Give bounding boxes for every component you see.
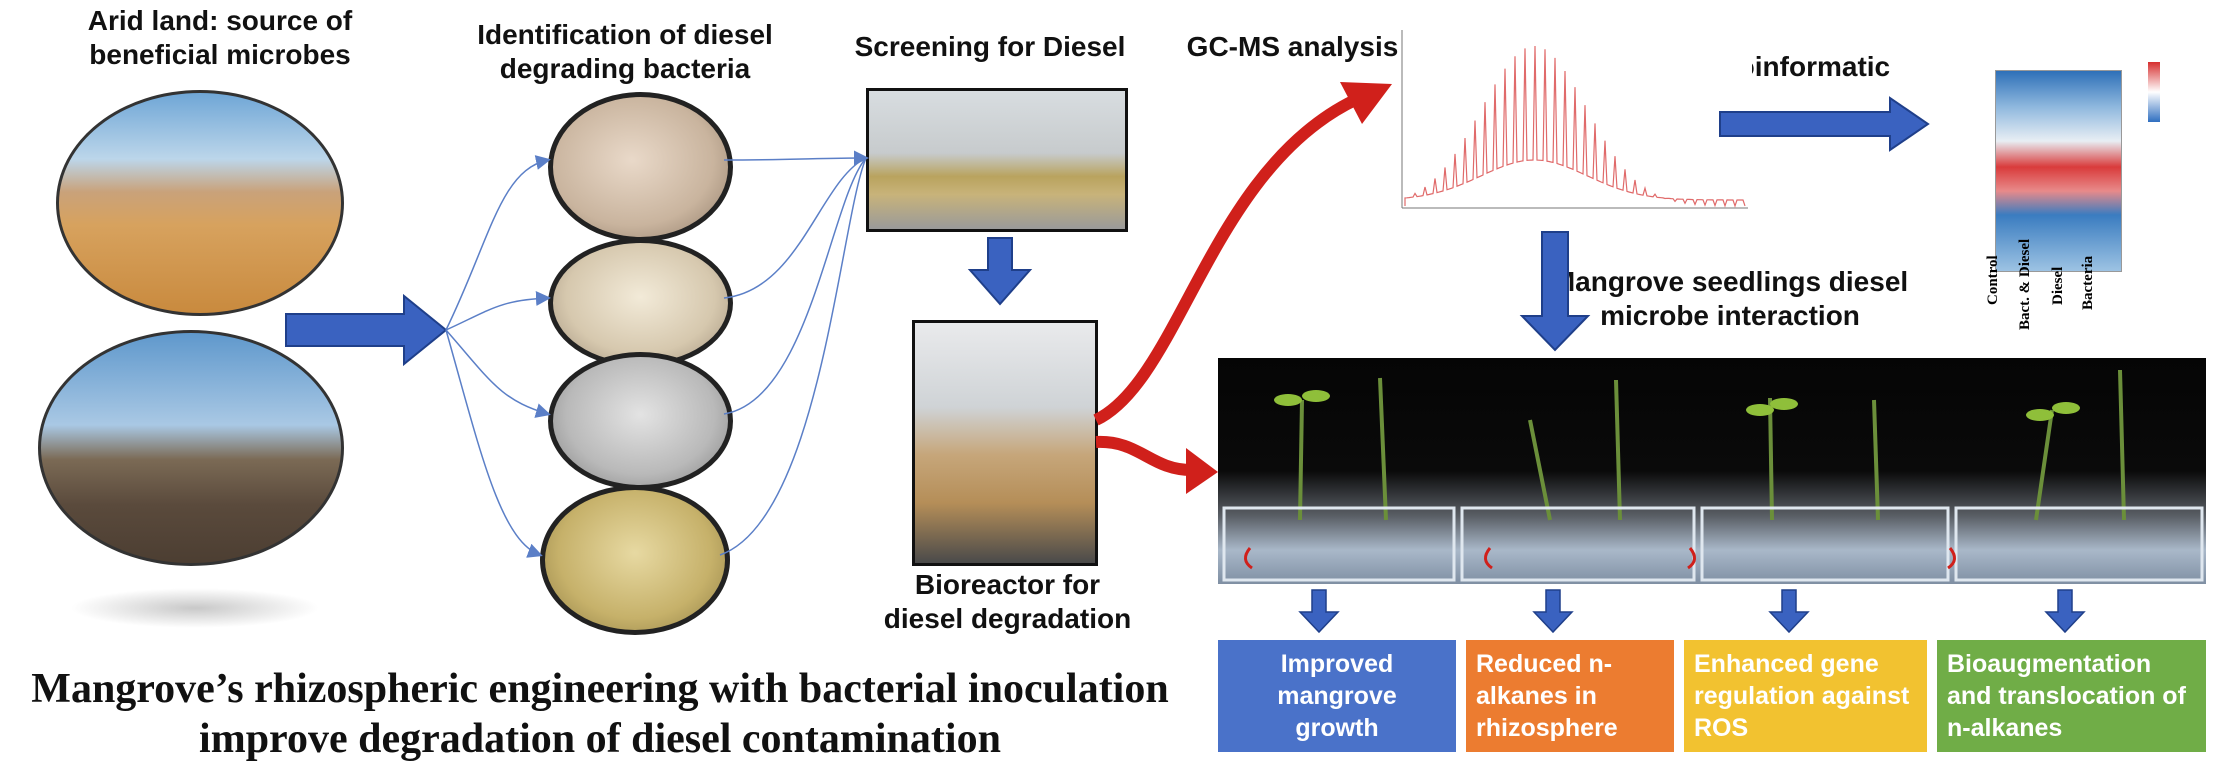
label-gcms: GC-MS analysis bbox=[1186, 31, 1399, 62]
heatmap-legend bbox=[2148, 62, 2160, 122]
arrow-to-outcome-3 bbox=[1768, 589, 1810, 634]
outcome-improved-growth: Improved mangrove growth bbox=[1218, 640, 1456, 752]
label-bioreactor: Bioreactor for diesel degradation bbox=[883, 569, 1132, 634]
arrow-bioreactor-to-seedlings bbox=[1095, 435, 1193, 476]
arrow-to-outcome-1 bbox=[1298, 589, 1340, 634]
figure-title-line-2: improve degradation of diesel contaminat… bbox=[199, 716, 1001, 762]
arrow-screening-to-bioreactor bbox=[967, 237, 1033, 306]
petri-plate-4 bbox=[540, 485, 730, 635]
arrow-chem-to-heatmap bbox=[1719, 96, 1930, 152]
heatmap-panel bbox=[1995, 70, 2122, 272]
plate-shadow bbox=[70, 588, 320, 628]
tub-handles bbox=[1244, 547, 1956, 570]
label-mangrove-seedlings: Mangrove seedlings diesel microbe intera… bbox=[1551, 266, 1909, 331]
outcome-bioaugmentation: Bioaugmentation and translocation of n-a… bbox=[1937, 640, 2206, 752]
outcome-reduced-alkanes: Reduced n- alkanes in rhizosphere bbox=[1466, 640, 1674, 752]
arrow-arid-to-plates bbox=[285, 293, 448, 367]
screening-flasks-photo bbox=[866, 88, 1128, 232]
outcome-enhanced-gene-regulation: Enhanced gene regulation against ROS bbox=[1684, 640, 1927, 752]
arrow-bioreactor-to-gcms bbox=[1093, 94, 1358, 426]
label-arid-land: Arid land: source of beneficial microbes bbox=[87, 5, 353, 70]
seedling-leaves bbox=[1274, 390, 2080, 421]
bioreactor-photo bbox=[912, 320, 1098, 566]
arrow-to-outcome-4 bbox=[2044, 589, 2086, 634]
gcms-chart-drawing bbox=[1401, 30, 1748, 209]
arid-plain-photo bbox=[38, 330, 344, 566]
tub-rims bbox=[1222, 506, 2204, 582]
arrow-gcms-to-seedlings bbox=[1519, 231, 1591, 352]
desert-dune-photo bbox=[56, 90, 344, 316]
label-screening: Screening for Diesel bbox=[854, 31, 1126, 62]
figure-title-line-1: Mangrove’s rhizospheric engineering with… bbox=[31, 666, 1169, 712]
arrow-to-outcome-2 bbox=[1532, 589, 1574, 634]
label-identification: Identification of diesel degrading bacte… bbox=[477, 19, 773, 84]
seedling-stems bbox=[1298, 369, 2126, 521]
